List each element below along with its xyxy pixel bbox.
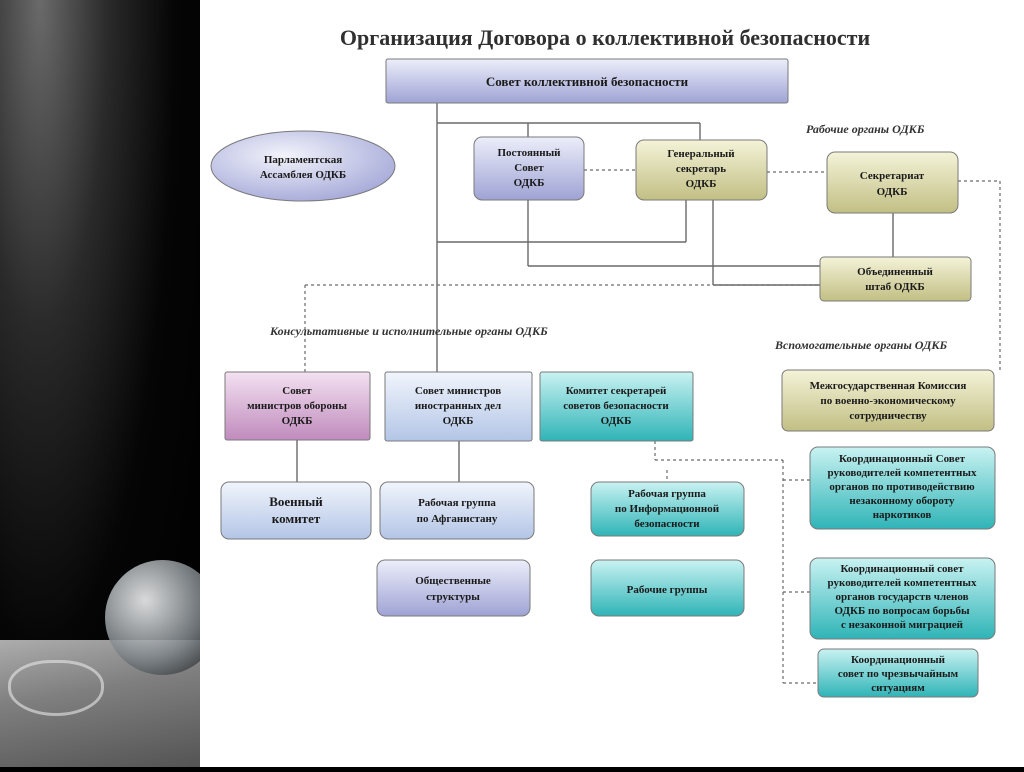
svg-text:ОДКБ: ОДКБ	[443, 415, 474, 427]
svg-text:Совет министров: Совет министров	[415, 385, 501, 397]
svg-text:советов безопасности: советов безопасности	[563, 400, 669, 412]
dashed-connectors	[304, 169, 1001, 684]
svg-text:сотрудничеству: сотрудничеству	[849, 410, 927, 422]
emergency-council-node: Координационный совет по чрезвычайным си…	[817, 648, 979, 698]
svg-text:Рабочая группа: Рабочая группа	[418, 497, 496, 509]
migration-council-node: Координационный совет руководителей комп…	[809, 557, 996, 640]
public-structures-node: Общественные структуры	[376, 559, 531, 617]
svg-text:Общественные: Общественные	[415, 575, 491, 587]
svg-text:Ассамблея ОДКБ: Ассамблея ОДКБ	[260, 169, 346, 181]
svg-text:органов по противодействию: органов по противодействию	[829, 481, 974, 493]
svg-text:ОДКБ по вопросам борьбы: ОДКБ по вопросам борьбы	[834, 605, 970, 617]
assembly-node: Парламентская Ассамблея ОДКБ	[210, 130, 396, 202]
info-security-group-node: Рабочая группа по Информационной безопас…	[590, 481, 745, 537]
section-label-auxiliary: Вспомогательные органы ОДКБ	[774, 338, 947, 352]
svg-text:штаб ОДКБ: штаб ОДКБ	[865, 281, 924, 293]
svg-text:по военно-экономическому: по военно-экономическому	[820, 395, 956, 407]
svg-text:ОДКБ: ОДКБ	[282, 415, 313, 427]
svg-text:структуры: структуры	[426, 591, 480, 603]
svg-text:Военный: Военный	[269, 494, 323, 509]
joint-staff-node: Объединенный штаб ОДКБ	[819, 256, 972, 302]
working-groups-node: Рабочие группы	[590, 559, 745, 617]
svg-text:комитет: комитет	[272, 511, 321, 526]
military-committee-node: Военный комитет	[220, 481, 372, 540]
svg-text:руководителей компетентных: руководителей компетентных	[828, 577, 977, 589]
svg-text:по Афганистану: по Афганистану	[417, 513, 498, 525]
svg-text:незаконному обороту: незаконному обороту	[849, 495, 955, 507]
foreign-ministers-node: Совет министров иностранных дел ОДКБ	[384, 371, 533, 442]
svg-text:Секретариат: Секретариат	[860, 170, 925, 182]
secretary-general-node: Генеральный секретарь ОДКБ	[635, 139, 768, 201]
secretariat-node: Секретариат ОДКБ	[826, 151, 959, 214]
svg-text:ситуациям: ситуациям	[871, 682, 925, 694]
svg-text:Координационный Совет: Координационный Совет	[839, 453, 966, 465]
page-title: Организация Договора о коллективной безо…	[340, 25, 871, 50]
svg-text:Объединенный: Объединенный	[857, 266, 933, 278]
svg-text:Совет коллективной безопасност: Совет коллективной безопасности	[486, 74, 689, 89]
security-committee-node: Комитет секретарей советов безопасности …	[539, 371, 694, 442]
org-chart: Организация Договора о коллективной безо…	[210, 25, 1001, 698]
svg-text:ОДКБ: ОДКБ	[601, 415, 632, 427]
defense-ministers-node: Совет министров обороны ОДКБ	[224, 371, 371, 441]
council-node: Совет коллективной безопасности	[385, 58, 789, 104]
svg-text:министров обороны: министров обороны	[247, 400, 347, 412]
permanent-council-node: Постоянный Совет ОДКБ	[473, 136, 585, 201]
interstate-commission-node: Межгосударственная Комиссия по военно-эк…	[781, 369, 995, 432]
svg-text:Рабочая группа: Рабочая группа	[628, 488, 706, 500]
section-label-working: Рабочие органы ОДКБ	[806, 122, 925, 136]
svg-text:Генеральный: Генеральный	[667, 148, 735, 160]
svg-text:по Информационной: по Информационной	[615, 503, 720, 515]
svg-text:ОДКБ: ОДКБ	[686, 178, 717, 190]
svg-text:Координационный: Координационный	[851, 654, 946, 666]
drugs-council-node: Координационный Совет руководителей комп…	[809, 446, 996, 530]
svg-text:Рабочие группы: Рабочие группы	[627, 584, 708, 596]
svg-text:наркотиков: наркотиков	[873, 509, 932, 521]
section-label-consultative: Консультативные и исполнительные органы …	[269, 324, 548, 338]
svg-text:Комитет секретарей: Комитет секретарей	[566, 385, 667, 397]
svg-text:руководителей компетентных: руководителей компетентных	[828, 467, 977, 479]
svg-text:Постоянный: Постоянный	[497, 147, 561, 159]
svg-text:секретарь: секретарь	[676, 163, 726, 175]
svg-text:Межгосударственная Комиссия: Межгосударственная Комиссия	[810, 380, 967, 392]
svg-text:с незаконной миграцией: с незаконной миграцией	[841, 619, 964, 631]
svg-text:ОДКБ: ОДКБ	[514, 177, 545, 189]
afghanistan-group-node: Рабочая группа по Афганистану	[379, 481, 535, 540]
svg-text:ОДКБ: ОДКБ	[877, 186, 908, 198]
svg-text:Совет: Совет	[514, 162, 544, 174]
connector-lines	[296, 103, 894, 482]
org-chart-slide: Организация Договора о коллективной безо…	[200, 0, 1024, 767]
svg-text:органов государств членов: органов государств членов	[835, 591, 968, 603]
svg-text:безопасности: безопасности	[634, 518, 700, 530]
svg-text:Совет: Совет	[282, 385, 312, 397]
glasses-image	[8, 660, 104, 716]
svg-text:Парламентская: Парламентская	[264, 154, 342, 166]
svg-text:совет по чрезвычайным: совет по чрезвычайным	[838, 668, 959, 680]
svg-text:Координационный совет: Координационный совет	[840, 563, 964, 575]
svg-text:иностранных дел: иностранных дел	[415, 400, 501, 412]
